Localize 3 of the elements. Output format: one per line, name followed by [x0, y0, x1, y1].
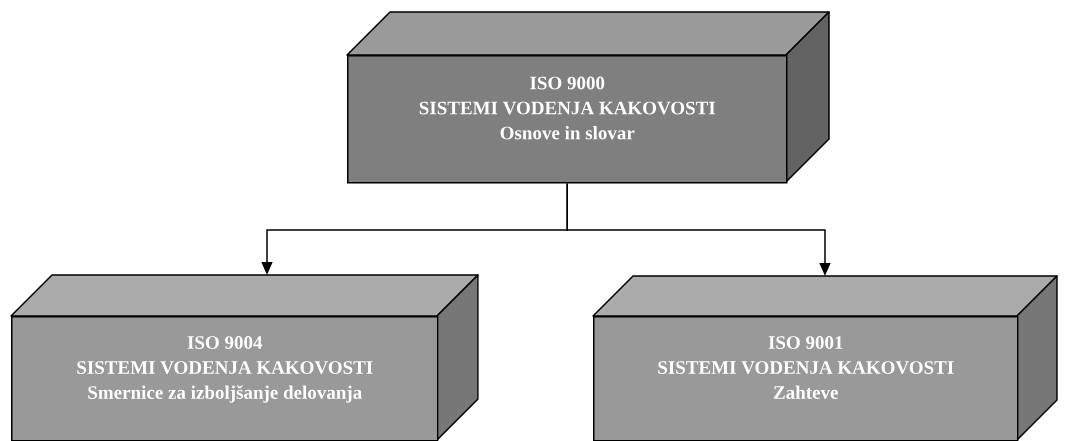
box-drawing: ISO 9001 SISTEMI VODENJA KAKOVOSTI Zahteve: [592, 275, 1058, 441]
box-drawing: ISO 9004 SISTEMI VODENJA KAKOVOSTI Smernice za izboljšanje delovanja: [10, 274, 479, 441]
box-drawing: ISO 9000 SISTEMI VODENJA KAKOVOSTI Osnove in slovar: [346, 11, 830, 184]
